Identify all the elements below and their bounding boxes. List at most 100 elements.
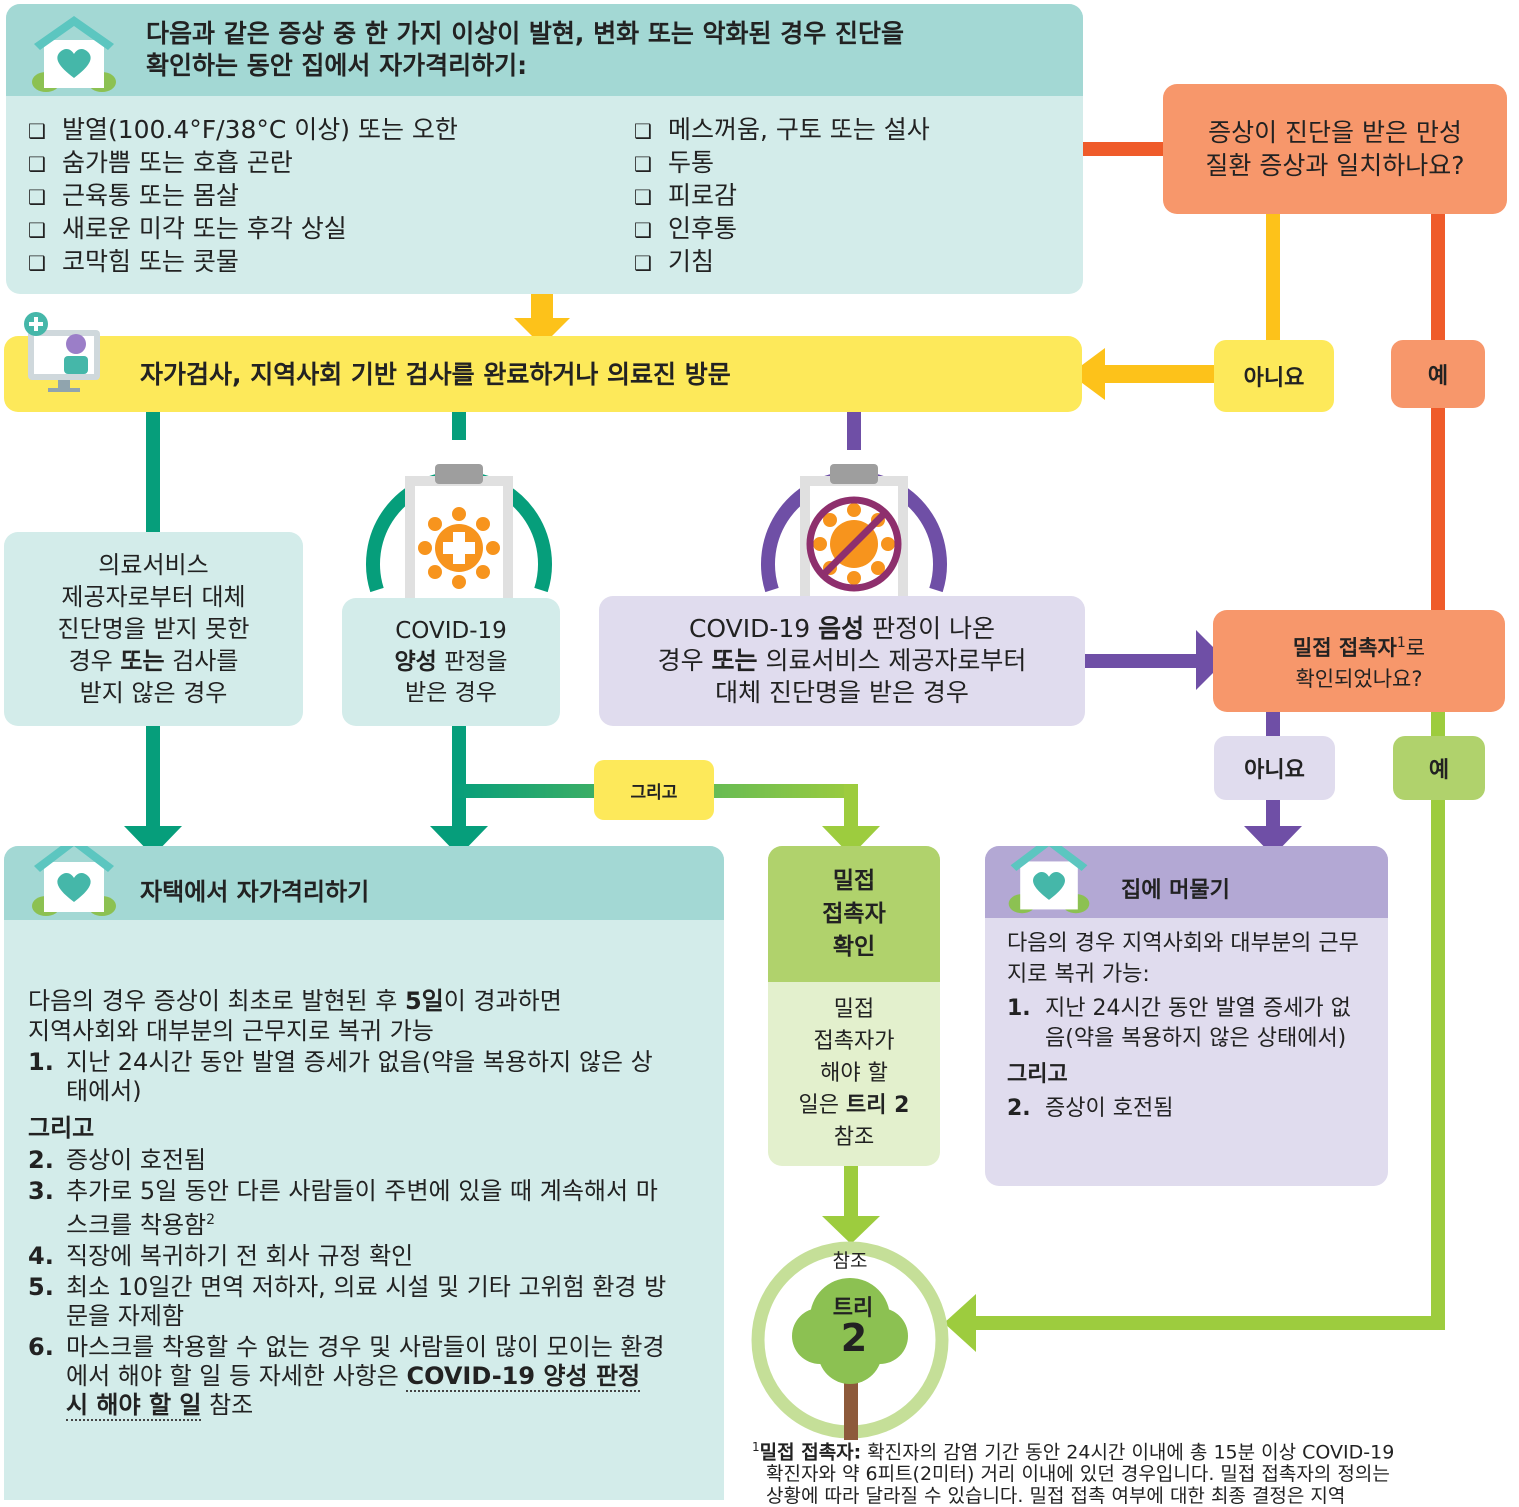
symptom-item: 기침 [634, 246, 930, 279]
isolate-step-4: 4.직장에 복귀하기 전 회사 규정 확인 [28, 1242, 414, 1270]
contact-check-body-line: 밀접 [833, 997, 875, 1022]
symptom-item: 근육통 또는 몸살 [28, 180, 458, 213]
stay-home-step-1: 1.지난 24시간 동안 발열 증세가 없음(약을 복용하지 않은 상태에서) [1007, 996, 1351, 1051]
positive-line: 받은 경우 [405, 679, 497, 706]
label-yes-chronic: 예 [1391, 340, 1485, 408]
isolate-steps-part1: 1.지난 24시간 동안 발열 증세가 없음(약을 복용하지 않은 상태에서) [28, 1048, 668, 1106]
stay-home-steps-part2: 2.증상이 호전됨 [1007, 1094, 1367, 1124]
testing-title: 자가검사, 지역사회 기반 검사를 완료하거나 의료진 방문 [140, 360, 731, 389]
stay-home-and: 그리고 [1007, 1062, 1068, 1087]
connector-top-to-test [531, 294, 553, 320]
isolate-step-5: 5.최소 10일간 면역 저하자, 의료 시설 및 기타 고위험 환경 방문을 … [28, 1273, 667, 1330]
arrow-down-notest [124, 826, 182, 856]
symptom-item: 새로운 미각 또는 후각 상실 [28, 213, 458, 246]
symptom-item: 발열(100.4°F/38°C 이상) 또는 오한 [28, 114, 458, 147]
positive-line: COVID-19 [395, 617, 507, 644]
stay-home-step-2: 2.증상이 호전됨 [1007, 1096, 1174, 1121]
arrow-right-question [1196, 630, 1226, 690]
connector-chronic-yes [1431, 212, 1445, 342]
chronic-question-line2: 질환 증상과 일치하나요? [1205, 151, 1465, 180]
isolate-step-3: 3.추가로 5일 동안 다른 사람들이 주변에 있을 때 계속해서 마스크를 착… [28, 1177, 658, 1239]
symptom-item: 메스꺼움, 구토 또는 설사 [634, 114, 930, 147]
symptoms-title-line2: 확인하는 동안 집에서 자가격리하기: [146, 51, 528, 80]
negative-line: 경우 또는 의료서비스 제공자로부터 [657, 646, 1027, 675]
symptom-item: 인후통 [634, 213, 930, 246]
symptoms-header [6, 4, 1083, 96]
connector-test-to-negative [847, 410, 861, 450]
arrow-down-stayhome [1244, 826, 1302, 856]
contact-check-title-line: 밀접 [832, 867, 876, 894]
tree-label: 트리 [832, 1296, 874, 1321]
contact-check-body-line: 일은 트리 2 [798, 1093, 910, 1118]
no-test-line: 의료서비스 [98, 551, 209, 579]
chronic-question-line1: 증상이 진단을 받은 만성 [1208, 118, 1462, 147]
isolate-steps-part2: 2.증상이 호전됨 3.추가로 5일 동안 다른 사람들이 주변에 있을 때 계… [28, 1146, 668, 1421]
connector-question-yes [1431, 712, 1445, 738]
no-test-line: 제공자로부터 대체 [61, 583, 246, 611]
connector-notest-to-isolate [146, 726, 160, 828]
isolate-title: 자택에서 자가격리하기 [140, 878, 370, 906]
no-test-line: 받지 않은 경우 [79, 679, 228, 707]
tree-number: 2 [840, 1316, 868, 1360]
isolate-step-2: 2.증상이 호전됨 [28, 1146, 207, 1174]
isolate-intro: 다음의 경우 증상이 최초로 발현된 후 5일이 경과하면 지역사회와 대부분의… [28, 987, 562, 1045]
footnote-line2: 확진자와 약 6피트(2미터) 거리 이내에 있던 경우입니다. 밀접 접촉자의… [766, 1463, 1390, 1486]
footnote-line3: 상황에 따라 달라질 수 있습니다. 밀접 접촉 여부에 대한 최종 결정은 지… [766, 1485, 1346, 1507]
contact-check-body-line: 접촉자가 [813, 1029, 895, 1054]
home-heart-icon [24, 846, 124, 920]
symptom-item: 코막힘 또는 콧물 [28, 246, 458, 279]
no-alternative-diagnosis-box: 의료서비스 제공자로부터 대체 진단명을 받지 못한 경우 또는 검사를 받지 … [4, 532, 303, 726]
footnote-line1: 1밀접 접촉자: 확진자의 감염 기간 동안 24시간 이내에 총 15분 이상… [752, 1440, 1395, 1464]
symptoms-title-line1: 다음과 같은 증상 중 한 가지 이상이 발현, 변화 또는 악화된 경우 진단… [146, 19, 904, 48]
arrow-left-tree [944, 1294, 976, 1352]
arrow-down-to-test [514, 318, 570, 346]
contact-check-body-line: 해야 할 [820, 1061, 888, 1086]
negative-test-icon [758, 440, 950, 614]
negative-line: COVID-19 음성 판정이 나온 [688, 614, 996, 643]
symptom-item: 피로감 [634, 180, 930, 213]
label-yes-contact: 예 [1393, 736, 1485, 800]
isolate-at-home-box: 자택에서 자가격리하기 다음의 경우 증상이 최초로 발현된 후 5일이 경과하… [4, 846, 724, 1500]
connector-positive-to-isolate [452, 726, 466, 828]
positive-line: 양성 판정을 [394, 648, 508, 675]
isolate-content: 다음의 경우 증상이 최초로 발현된 후 5일이 경과하면 지역사회와 대부분의… [28, 986, 668, 1422]
close-contact-question: 밀접 접촉자1로 확인되었나요? [1213, 610, 1505, 712]
stay-home-content: 다음의 경우 지역사회와 대부분의 근무지로 복귀 가능: 1.지난 24시간 … [1007, 928, 1367, 1126]
close-contact-question-line1: 밀접 접촉자1로 [1292, 634, 1426, 660]
connector-test-to-notest [146, 410, 160, 534]
connector-contact-to-tree [844, 1166, 858, 1218]
symptom-list-right: 메스꺼움, 구토 또는 설사 두통 피로감 인후통 기침 [634, 114, 930, 279]
stay-home-steps-part1: 1.지난 24시간 동안 발열 증세가 없음(약을 복용하지 않은 상태에서) [1007, 994, 1367, 1054]
isolate-step-1: 1.지난 24시간 동안 발열 증세가 없음(약을 복용하지 않은 상태에서) [28, 1048, 653, 1105]
symptom-item: 숨가쁨 또는 호흡 곤란 [28, 147, 458, 180]
isolate-and: 그리고 [28, 1114, 95, 1142]
arrow-down-tree [822, 1216, 880, 1244]
footnote: 1밀접 접촉자: 확진자의 감염 기간 동안 24시간 이내에 총 15분 이상… [752, 1436, 1512, 1507]
home-heart-icon [1001, 846, 1097, 918]
arrow-down-contact [822, 826, 880, 856]
symptom-list-left: 발열(100.4°F/38°C 이상) 또는 오한 숨가쁨 또는 호흡 곤란 근… [28, 114, 458, 279]
contact-check-body: 밀접 접촉자가 해야 할 일은 트리 2 참조 [768, 982, 940, 1166]
contact-check-box: 밀접 접촉자 확인 밀접 접촉자가 해야 할 일은 트리 2 참조 [768, 846, 940, 1166]
label-no-chronic: 아니요 [1214, 340, 1334, 412]
stay-home-box: 집에 머물기 다음의 경우 지역사회와 대부분의 근무지로 복귀 가능: 1.지… [985, 846, 1388, 1186]
contact-check-body-line: 참조 [833, 1125, 875, 1150]
negative-line: 대체 진단명을 받은 경우 [715, 678, 969, 707]
contact-check-header: 밀접 접촉자 확인 [768, 846, 940, 982]
connector-question-no [1266, 712, 1280, 738]
arrow-left-to-test [1070, 348, 1105, 400]
connector-test-to-positive [452, 410, 466, 440]
chronic-condition-question: 증상이 진단을 받은 만성 질환 증상과 일치하나요? [1163, 84, 1507, 214]
isolate-header [4, 846, 724, 920]
symptoms-title: 다음과 같은 증상 중 한 가지 이상이 발현, 변화 또는 악화된 경우 진단… [146, 18, 904, 82]
tree-2-icon[interactable]: 참조 트리 2 [750, 1240, 950, 1440]
positive-guidance-link[interactable]: COVID-19 양성 판정 시 해야 할 일 [66, 1362, 641, 1421]
label-and: 그리고 [594, 760, 714, 820]
tree-see: 참조 [832, 1250, 868, 1272]
label-no-contact: 아니요 [1214, 736, 1335, 800]
contact-check-title-line: 확인 [832, 933, 876, 960]
connector-top-to-chronic [1082, 142, 1164, 156]
positive-test-icon [363, 440, 555, 614]
connector-negative-to-question [1084, 654, 1199, 668]
